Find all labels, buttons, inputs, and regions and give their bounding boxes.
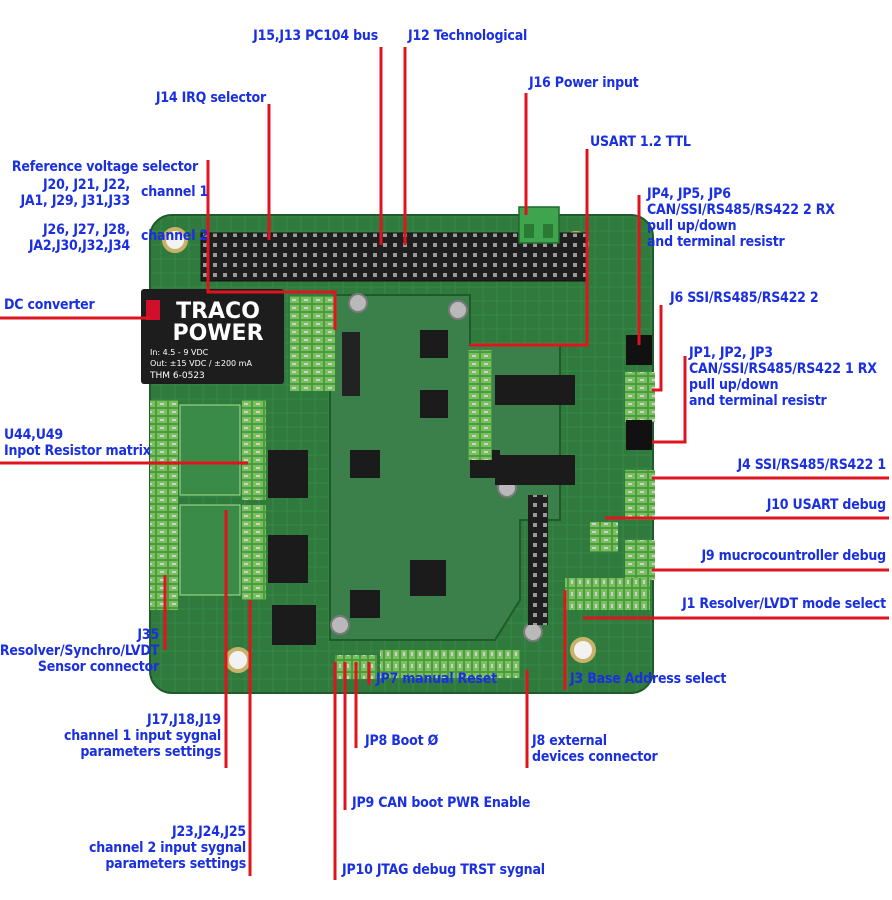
label-j35: J35 Resolver/Synchro/LVDT Sensor connect… [0, 627, 159, 675]
label-jp8: JP8 Boot Ø [365, 733, 439, 749]
j8-connector [380, 650, 520, 678]
uart-ttl-connector [468, 350, 492, 460]
j6-connector [625, 372, 655, 422]
label-j17-j19: J17,J18,J19 channel 1 input sygnal param… [63, 712, 221, 760]
label-j23-j25: J23,J24,J25 channel 2 input sygnal param… [88, 824, 246, 872]
label-j14: J14 IRQ selector [155, 90, 266, 106]
leader-usart-ttl [470, 149, 589, 347]
resistor-matrix-u49 [179, 504, 241, 596]
module-spec-line2: Out: ±15 VDC / ±200 mA [150, 359, 252, 368]
label-ref-ch2-name: channel 2 [141, 228, 209, 244]
label-jp10: JP10 JTAG debug TRST sygnal [342, 862, 545, 878]
label-dc-converter: DC converter [4, 297, 95, 313]
traco-power-module: TRACO POWER In: 4.5 - 9 VDC Out: ±15 VDC… [141, 289, 284, 384]
j10-connector [590, 522, 618, 552]
label-ref-ch1-jumpers: J20, J21, J22, JA1, J29, J31,J33 [20, 177, 130, 209]
label-ref-ch1-name: channel 1 [141, 184, 209, 200]
leader-jp1-jp3 [652, 356, 687, 444]
label-ref-voltage-title: Reference voltage selector [11, 159, 198, 175]
leader-j6 [652, 305, 663, 392]
module-spec-line1: In: 4.5 - 9 VDC [150, 348, 209, 357]
label-j6: J6 SSI/RS485/RS422 2 [670, 290, 819, 306]
label-j9: J9 mucrocountroller debug [701, 548, 886, 564]
label-j1: J1 Resolver/LVDT mode select [682, 596, 886, 612]
label-j16: J16 Power input [529, 75, 639, 91]
label-j15-j13: J15,J13 PC104 bus [253, 28, 378, 44]
leader-ref-voltage [206, 160, 337, 330]
leader-lines [0, 47, 889, 880]
j3-header [528, 495, 548, 625]
module-brand-line2: POWER [172, 321, 263, 346]
label-j8: J8 external devices connector [532, 733, 658, 765]
j1-connector [565, 578, 650, 610]
j4-connector [625, 470, 655, 520]
label-jp9: JP9 CAN boot PWR Enable [352, 795, 531, 811]
module-brand-line1: TRACO [176, 299, 260, 324]
label-j12: J12 Technological [408, 28, 528, 44]
ref-voltage-header [342, 332, 360, 396]
label-j10: J10 USART debug [766, 497, 886, 513]
jp1-jp3-jumpers [626, 420, 652, 450]
label-u44-u49: U44,U49 Inpot Resistor matrix [4, 427, 151, 459]
label-j4: J4 SSI/RS485/RS422 1 [737, 457, 887, 473]
channel1-jumpers [242, 400, 266, 500]
label-jp7: JP7 manual Reset [376, 671, 497, 687]
label-j3: J3 Base Address select [570, 671, 727, 687]
channel2-jumpers [242, 505, 266, 600]
label-jp4-jp6: JP4, JP5, JP6 CAN/SSI/RS485/RS422 2 RX p… [647, 186, 835, 250]
ic-chips [268, 330, 575, 645]
ref-voltage-jumpers [290, 296, 335, 391]
label-usart-ttl: USART 1.2 TTL [590, 134, 691, 150]
label-ref-ch2-jumpers: J26, J27, J28, JA2,J30,J32,J34 [28, 222, 130, 254]
resistor-matrix-u44 [179, 404, 241, 496]
module-model: THM 6-0523 [149, 371, 205, 381]
j9-connector [625, 540, 655, 580]
label-jp1-jp3: JP1, JP2, JP3 CAN/SSI/RS485/RS422 1 RX p… [689, 345, 877, 409]
